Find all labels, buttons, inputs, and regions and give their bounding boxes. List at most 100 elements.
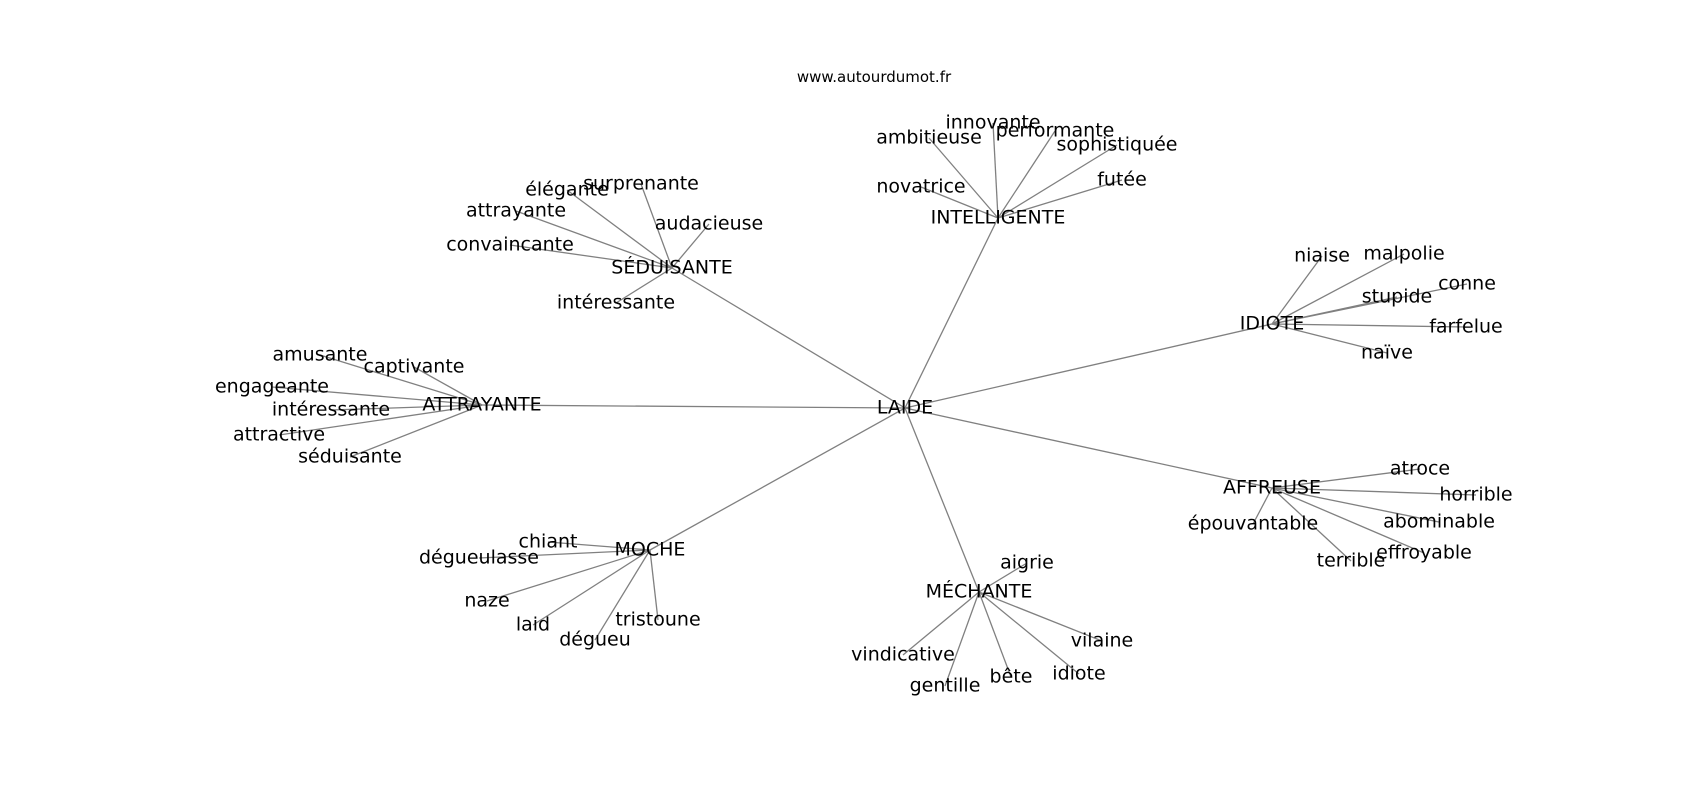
leaf-node-label: attractive	[233, 424, 325, 446]
leaf-node-label: engageante	[215, 376, 329, 398]
leaf-node-label: idiote	[1052, 663, 1105, 685]
edge-branch-child	[992, 122, 999, 219]
leaf-node-label: naze	[464, 590, 509, 612]
leaf-node-label: vilaine	[1071, 630, 1133, 652]
edge-branch-child	[1271, 323, 1467, 328]
leaf-node-label: vindicative	[851, 644, 955, 666]
edge-branch-child	[649, 549, 659, 621]
leaf-node-label: intéressante	[557, 292, 675, 314]
edge-branch-child	[1252, 487, 1273, 525]
edge-branch-child	[1271, 253, 1405, 325]
graph-labels: www.autourdumot.fr LAIDE SÉDUISANTE surpre…	[215, 68, 1513, 697]
edge-branch-child	[509, 244, 673, 269]
edge-branch-child	[1271, 283, 1468, 325]
edge-branch-child	[594, 549, 651, 641]
edge-branch-child	[640, 183, 673, 269]
leaf-node-label: gentille	[910, 675, 981, 697]
leaf-node-label: atroce	[1390, 458, 1450, 480]
root-node-label: LAIDE	[877, 397, 933, 419]
leaf-node-label: conne	[1438, 273, 1496, 295]
edge-branch-child	[478, 549, 651, 559]
leaf-node-label: dégueulasse	[419, 547, 539, 569]
leaf-node-label: élégante	[525, 179, 609, 201]
branch-node-label: INTELLIGENTE	[931, 207, 1066, 229]
edge-branch-child	[547, 541, 651, 551]
edge-branch-child	[349, 404, 483, 458]
leaf-node-label: naïve	[1361, 342, 1413, 364]
edge-branch-child	[1271, 255, 1323, 325]
leaf-node-label: abominable	[1383, 511, 1495, 533]
edge-branch-child	[997, 130, 1056, 219]
edge-branch-child	[997, 144, 1118, 219]
edge-branch-child	[1271, 487, 1425, 554]
edge-branch-child	[920, 186, 999, 219]
edge-branch-child	[997, 179, 1123, 219]
edge-branch-child	[978, 591, 1080, 675]
leaf-node-label: niaise	[1294, 245, 1350, 267]
branch-node-label: MOCHE	[615, 539, 686, 561]
leaf-node-label: bête	[990, 666, 1033, 688]
edge-branch-child	[278, 404, 483, 436]
leaf-node-label: performante	[996, 120, 1115, 142]
edge-branch-child	[978, 591, 1103, 642]
edge-branch-child	[330, 404, 483, 411]
edge-branch-child	[944, 591, 980, 687]
leaf-node-label: innovante	[945, 112, 1040, 134]
leaf-node-label: captivante	[364, 356, 465, 378]
edge-branch-child	[615, 267, 673, 304]
edge-root-branch	[904, 407, 980, 593]
edge-branch-child	[1271, 487, 1477, 496]
leaf-node-label: ambitieuse	[876, 127, 982, 149]
edge-branch-child	[532, 549, 651, 626]
edge-branch-child	[671, 223, 710, 269]
leaf-node-label: terrible	[1317, 550, 1386, 572]
branch-node-label: ATTRAYANTE	[422, 394, 541, 416]
leaf-node-label: dégueu	[559, 629, 631, 651]
branch-node-label: MÉCHANTE	[926, 580, 1033, 603]
edge-root-branch	[904, 217, 999, 409]
edge-branch-child	[928, 137, 999, 219]
graph-edges	[271, 122, 1477, 687]
leaf-node-label: épouvantable	[1188, 513, 1318, 535]
leaf-node-label: attrayante	[466, 200, 566, 222]
edge-root-branch	[649, 407, 906, 551]
edge-branch-child	[902, 591, 980, 656]
branch-node-label: AFFREUSE	[1223, 477, 1321, 499]
edge-branch-child	[1271, 487, 1440, 523]
leaf-node-label: effroyable	[1376, 542, 1472, 564]
edge-branch-child	[1271, 487, 1352, 562]
leaf-node-label: tristoune	[615, 609, 700, 631]
leaf-node-label: stupide	[1362, 286, 1432, 308]
edge-branch-child	[566, 189, 673, 269]
leaf-node-label: aigrie	[1000, 552, 1054, 574]
leaf-node-label: convaincante	[446, 234, 574, 256]
edge-root-branch	[904, 323, 1273, 409]
edge-branch-child	[978, 562, 1028, 593]
leaf-node-label: intéressante	[272, 399, 390, 421]
edge-root-branch	[904, 407, 1273, 489]
edge-root-branch	[481, 404, 906, 409]
watermark-text: www.autourdumot.fr	[797, 68, 952, 86]
edge-root-branch	[671, 267, 906, 409]
leaf-node-label: futée	[1097, 169, 1147, 191]
branch-node-label: SÉDUISANTE	[611, 256, 732, 279]
edge-branch-child	[319, 354, 483, 406]
edge-branch-child	[515, 210, 673, 269]
leaf-node-label: novatrice	[876, 176, 965, 198]
leaf-node-label: séduisante	[298, 446, 402, 468]
leaf-node-label: audacieuse	[655, 213, 763, 235]
branch-node-label: IDIOTE	[1240, 313, 1304, 335]
edge-branch-child	[486, 549, 651, 602]
leaf-node-label: amusante	[273, 344, 368, 366]
leaf-node-label: surprenante	[583, 173, 699, 195]
leaf-node-label: laid	[516, 614, 550, 636]
edge-branch-child	[1271, 468, 1421, 489]
edge-branch-child	[978, 591, 1012, 678]
edge-branch-child	[1271, 323, 1388, 354]
leaf-node-label: malpolie	[1363, 243, 1444, 265]
leaf-node-label: horrible	[1439, 484, 1512, 506]
leaf-node-label: farfelue	[1429, 316, 1503, 338]
edge-branch-child	[413, 366, 483, 406]
edge-branch-child	[271, 386, 483, 406]
